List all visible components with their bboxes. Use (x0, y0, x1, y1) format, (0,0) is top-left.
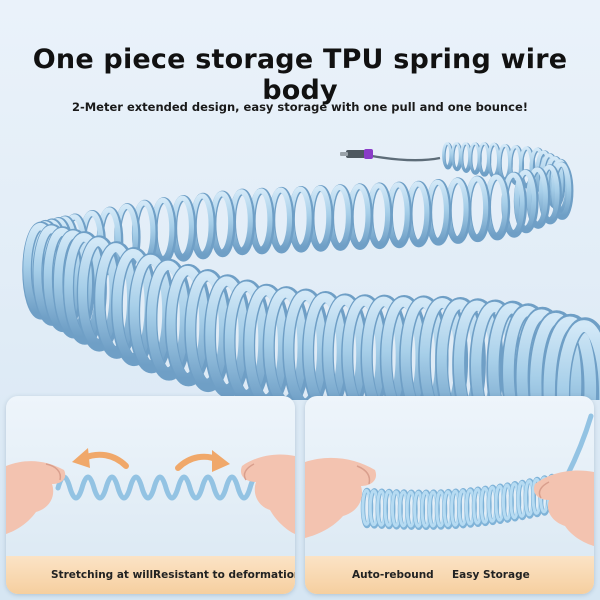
coil-loop (459, 142, 471, 172)
subheadline: 2-Meter extended design, easy storage wi… (71, 100, 529, 114)
coil-loop (514, 169, 537, 231)
caption-stretching: Stretching at will (51, 569, 154, 581)
left-arrow-icon (72, 448, 129, 469)
caption-easy-storage: Easy Storage (452, 569, 530, 581)
coil-loop (526, 167, 548, 227)
feature-panel-stretch: Stretching at will Resistant to deformat… (6, 396, 295, 594)
coiled-cable-illustration (22, 142, 600, 400)
coil-loop (551, 162, 572, 218)
headline: One piece storage TPU spring wire body (32, 44, 568, 106)
compressed-coil (360, 473, 559, 531)
cable-connector (340, 149, 441, 162)
stretched-coil-path (55, 474, 265, 501)
caption-resistant: Resistant to deformation (153, 569, 295, 581)
coil-loop (146, 260, 190, 377)
coil-loop (166, 265, 209, 383)
feature-panel-rebound: Auto-rebound Easy Storage (305, 396, 594, 594)
caption-auto-rebound: Auto-rebound (352, 569, 434, 581)
coil-loop (451, 142, 462, 170)
coil-loop (442, 142, 452, 168)
cable-tail (564, 413, 594, 479)
right-hand (240, 454, 295, 534)
coil-loop (543, 316, 597, 400)
caption-bar: Auto-rebound Easy Storage (305, 556, 594, 594)
coil-loop (530, 312, 582, 400)
left-hand (305, 457, 377, 538)
rebound-illustration (305, 413, 594, 546)
right-hand (533, 470, 594, 546)
caption-bar: Stretching at will Resistant to deformat… (6, 556, 295, 594)
stretch-illustration (6, 448, 295, 534)
stretched-coil (55, 474, 265, 501)
coil-loop (557, 320, 600, 400)
coil-loop (538, 164, 560, 222)
left-hand (6, 461, 66, 534)
coil-loops (22, 142, 600, 400)
right-arrow-icon (175, 450, 230, 472)
